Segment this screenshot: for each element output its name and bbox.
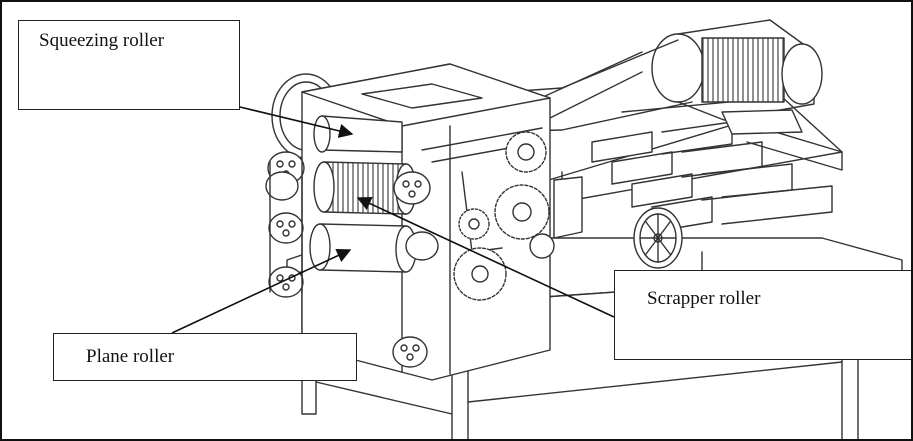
motor <box>651 19 823 135</box>
squeezing-roller-label: Squeezing roller <box>39 30 165 51</box>
scrapper-roller-label-box: Scrapper roller <box>614 270 911 360</box>
squeezing-roller-label-box: Squeezing roller <box>18 20 240 110</box>
squeezing-roller <box>313 115 403 153</box>
housing-sprockets <box>392 171 439 368</box>
gear-train <box>453 131 583 301</box>
plane-roller-label-box: Plane roller <box>53 333 357 381</box>
arrow-squeezing <box>239 106 354 138</box>
hand-wheel <box>633 207 683 269</box>
arrow-scrapper <box>356 196 615 318</box>
side-sprockets <box>265 151 305 298</box>
plane-roller-label: Plane roller <box>86 346 175 367</box>
scrapper-roller-label: Scrapper roller <box>647 288 761 309</box>
motor-frame <box>531 51 843 233</box>
plane-roller <box>309 223 417 273</box>
arrow-plane <box>171 248 352 334</box>
leader-arrows <box>171 106 615 334</box>
